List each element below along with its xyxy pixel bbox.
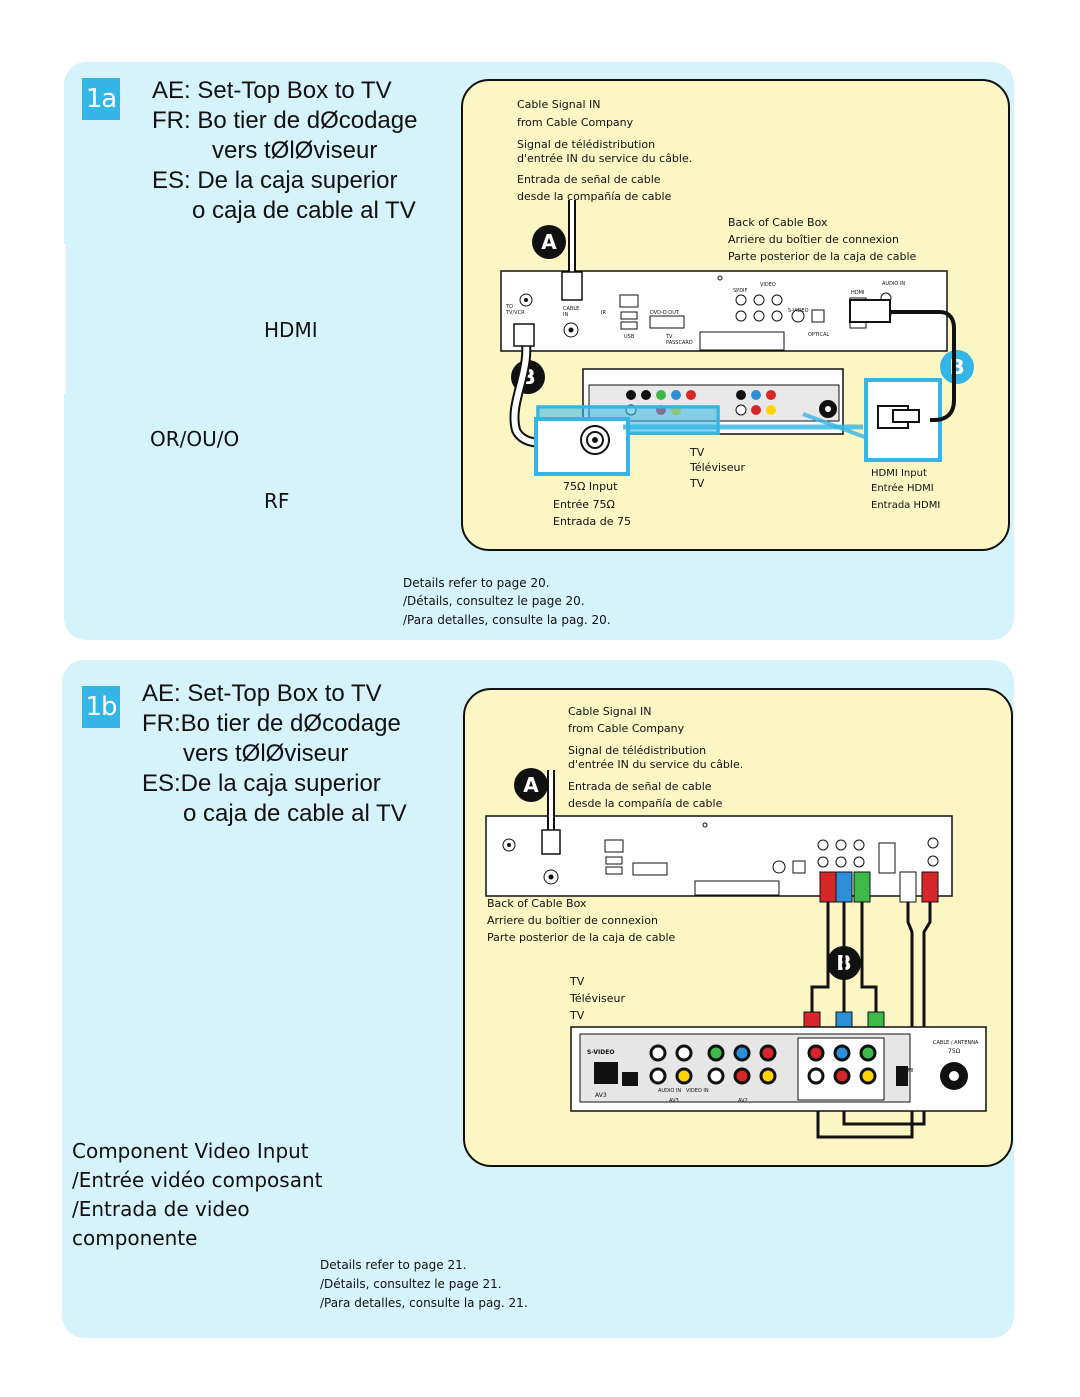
tv-label-1b-fr: Téléviseur bbox=[570, 992, 625, 1005]
tv-rear-1a bbox=[534, 368, 942, 476]
title-1b-es: ES:De la caja superior bbox=[142, 770, 381, 797]
cable-signal-en-1: Cable Signal IN bbox=[517, 98, 601, 111]
hdmi-cable bbox=[849, 299, 956, 422]
hdmi-input-en: HDMI Input bbox=[871, 468, 927, 479]
details-1b-es: /Para detalles, consulte la pag. 21. bbox=[320, 1296, 528, 1310]
input-75-en: 75Ω Input bbox=[563, 480, 618, 493]
tv-label-1a-en: TV bbox=[690, 446, 705, 459]
back-of-box-es: Parte posterior de la caja de cable bbox=[728, 250, 917, 263]
title-line-es-2: o caja de cable al TV bbox=[192, 197, 416, 224]
label-hdmi: HDMI bbox=[264, 318, 318, 342]
cable-signal-es-1: Entrada de señal de cable bbox=[517, 173, 661, 186]
cable-box-rear-1b bbox=[485, 815, 953, 897]
tv-label-1a-es: TV bbox=[690, 477, 705, 490]
hdmi-input-fr: Entrée HDMI bbox=[871, 483, 934, 494]
port-cable-in: CABLE IN bbox=[563, 306, 580, 318]
tv-75ohm-label: 75Ω bbox=[948, 1048, 961, 1055]
title-line-fr: FR: Bo tier de dØcodage bbox=[152, 107, 418, 134]
port-optical: OPTICAL bbox=[808, 332, 830, 338]
tv-rear-1b bbox=[570, 1026, 987, 1112]
label-rf: RF bbox=[264, 489, 290, 513]
tv-cable-antenna-label: CABLE / ANTENNA bbox=[933, 1040, 979, 1046]
port-hdmi: HDMI bbox=[851, 290, 865, 296]
section-badge-1b: 1b bbox=[82, 686, 120, 728]
tv-svideo-label: S-VIDEO bbox=[587, 1049, 615, 1056]
tv-av3-label: AV3 bbox=[595, 1092, 607, 1099]
port-tv-passcard: TV PASSCARD bbox=[666, 334, 693, 346]
cable-signal-fr-1: Signal de télédistribution bbox=[517, 138, 656, 151]
back-of-box-1b-en: Back of Cable Box bbox=[487, 897, 587, 910]
port-ir: IR bbox=[601, 310, 606, 316]
tv-label-1b-en: TV bbox=[570, 975, 585, 988]
title-1b-fr-2: vers tØlØviseur bbox=[183, 740, 349, 767]
title-line-es: ES: De la caja superior bbox=[152, 167, 398, 194]
port-audio-in: AUDIO IN bbox=[882, 281, 906, 287]
marker-1b-a: A bbox=[514, 768, 548, 802]
back-of-box-1b-fr: Arriere du boîtier de connexion bbox=[487, 914, 658, 927]
cable-signal-en-2: from Cable Company bbox=[517, 116, 634, 129]
cable-signal-fr-2: d'entrée IN du service du câble. bbox=[517, 152, 693, 165]
input-75-fr: Entrée 75Ω bbox=[553, 498, 615, 511]
back-of-box-en: Back of Cable Box bbox=[728, 216, 828, 229]
title-1b-fr: FR:Bo tier de dØcodage bbox=[142, 710, 401, 737]
label-or: OR/OU/O bbox=[150, 427, 240, 451]
port-dvd-out: DVD-D OUT bbox=[650, 310, 679, 316]
marker-b-hdmi: B bbox=[940, 350, 974, 384]
tv-hdmi-label: HDMI bbox=[900, 1068, 914, 1074]
component-label-es: /Entrada de video bbox=[72, 1197, 250, 1221]
back-of-box-fr: Arriere du boîtier de connexion bbox=[728, 233, 899, 246]
cable-signal-1b-en-2: from Cable Company bbox=[568, 722, 685, 735]
port-svideo: S-VIDEO bbox=[788, 308, 809, 314]
title-line-fr-2: vers tØlØviseur bbox=[212, 137, 378, 164]
component-label-es-2: componente bbox=[72, 1226, 198, 1250]
tv-label-1a-fr: Téléviseur bbox=[690, 461, 745, 474]
title-1b-ae: AE: Set-Top Box to TV bbox=[142, 680, 382, 707]
port-video: VIDEO bbox=[760, 282, 776, 288]
tv-av2-label: AV2 bbox=[738, 1098, 748, 1104]
port-to-tvvcr: TO TV/VCR bbox=[506, 304, 525, 316]
section-badge-1a: 1a bbox=[82, 78, 120, 120]
cable-signal-1b-fr-2: d'entrée IN du service du câble. bbox=[568, 758, 744, 771]
component-label-fr: /Entrée vidéo composant bbox=[72, 1168, 323, 1192]
details-1a-es: /Para detalles, consulte la pag. 20. bbox=[403, 613, 611, 627]
component-label-en: Component Video Input bbox=[72, 1139, 309, 1163]
page-edge-mark bbox=[58, 244, 66, 394]
details-1a-fr: /Détails, consultez le page 20. bbox=[403, 594, 585, 608]
hdmi-input-es: Entrada HDMI bbox=[871, 500, 941, 511]
tv-av3-bottom: AV3 bbox=[669, 1098, 679, 1104]
tv-video-in-label: VIDEO IN bbox=[686, 1088, 709, 1094]
cable-signal-es-2: desde la compañía de cable bbox=[517, 190, 672, 203]
input-75-es: Entrada de 75 bbox=[553, 515, 631, 528]
tv-audio-in-label: AUDIO IN bbox=[658, 1088, 682, 1094]
details-1b-en: Details refer to page 21. bbox=[320, 1258, 467, 1272]
details-1a-en: Details refer to page 20. bbox=[403, 576, 550, 590]
cable-signal-1b-es-2: desde la compañía de cable bbox=[568, 797, 723, 810]
marker-a: A bbox=[532, 225, 566, 259]
coax-cable-1b bbox=[541, 770, 561, 855]
port-spdif: SPDIF bbox=[733, 288, 748, 294]
cable-signal-1b-fr-1: Signal de télédistribution bbox=[568, 744, 707, 757]
port-usb: USB bbox=[624, 334, 635, 340]
cable-signal-1b-es-1: Entrada de señal de cable bbox=[568, 780, 712, 793]
details-1b-fr: /Détails, consultez le page 21. bbox=[320, 1277, 502, 1291]
back-of-box-1b-es: Parte posterior de la caja de cable bbox=[487, 931, 676, 944]
tv-label-1b-es: TV bbox=[570, 1009, 585, 1022]
title-1b-es-2: o caja de cable al TV bbox=[183, 800, 407, 827]
cable-signal-1b-en-1: Cable Signal IN bbox=[568, 705, 652, 718]
title-line-ae: AE: Set-Top Box to TV bbox=[152, 77, 392, 104]
